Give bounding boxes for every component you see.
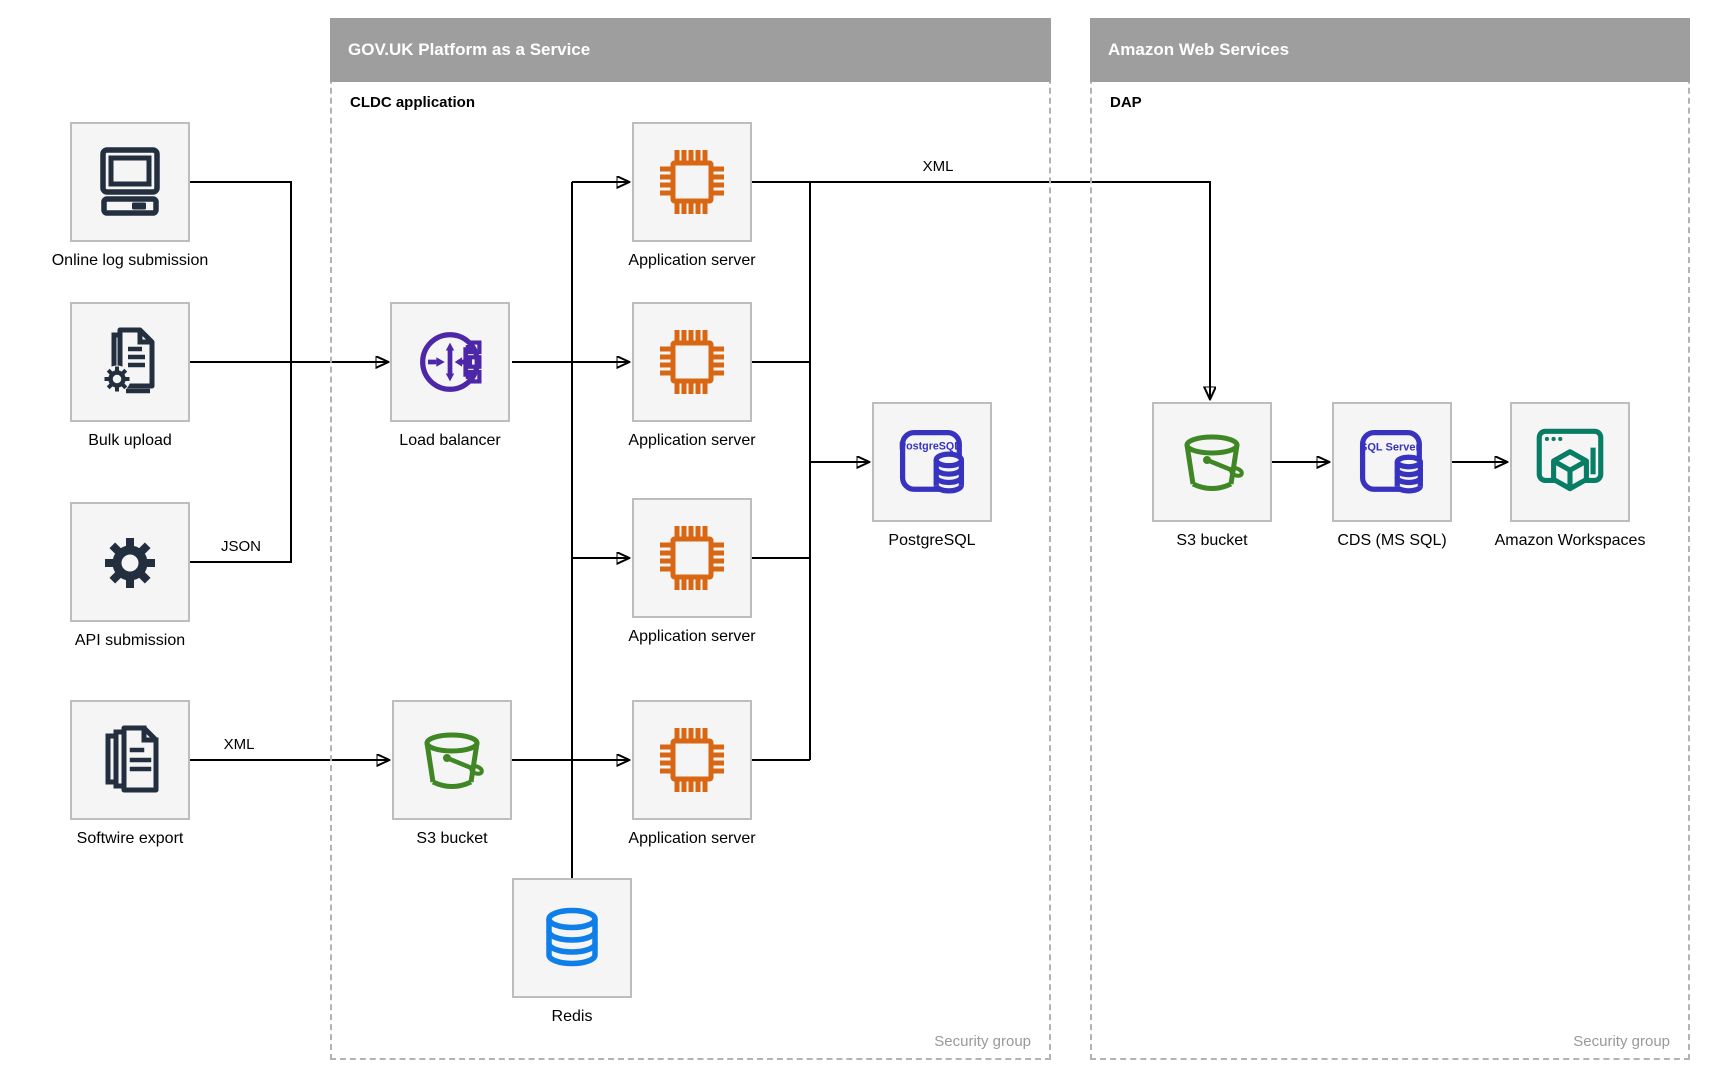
node-label: Application server bbox=[628, 628, 756, 645]
container-sublabel: CLDC application bbox=[350, 94, 476, 111]
gear-icon bbox=[105, 538, 155, 588]
chip-icon bbox=[660, 330, 724, 394]
container-title-bar: GOV.UK Platform as a Service bbox=[330, 18, 1051, 82]
edge-label-xml-softwire: XML bbox=[223, 736, 255, 753]
connector-sources-merge bbox=[190, 181, 292, 563]
node-amazon-workspaces: Amazon Workspaces bbox=[1495, 402, 1645, 549]
chip-icon bbox=[660, 150, 724, 214]
postgresql-icon: PostgreSQL bbox=[899, 429, 965, 494]
node-api-submission: API submission bbox=[70, 502, 190, 649]
node-label: S3 bucket bbox=[1176, 532, 1248, 549]
database-cylinder-icon bbox=[546, 907, 598, 967]
load-balancer-icon bbox=[420, 332, 482, 392]
node-application-server-1: Application server bbox=[628, 122, 756, 269]
chip-icon bbox=[660, 526, 724, 590]
node-label: Application server bbox=[628, 432, 756, 449]
sql-server-icon-text: SQL Server bbox=[1360, 441, 1421, 453]
security-group-label: Security group bbox=[1573, 1033, 1670, 1050]
edge-label-json: JSON bbox=[220, 538, 262, 555]
s3-bucket-icon bbox=[1184, 434, 1244, 491]
node-s3-bucket-paas: S3 bucket bbox=[392, 700, 512, 847]
node-application-server-2: Application server bbox=[628, 302, 756, 449]
node-application-server-3: Application server bbox=[628, 498, 756, 645]
chip-icon bbox=[660, 728, 724, 792]
node-label: Bulk upload bbox=[88, 432, 172, 449]
node-label: Online log submission bbox=[51, 252, 209, 269]
edge-label-xml-to-aws: XML bbox=[922, 158, 954, 175]
container-aws: Amazon Web Services DAP Security group bbox=[1090, 18, 1690, 1060]
node-label: CDS (MS SQL) bbox=[1337, 532, 1447, 549]
computer-icon bbox=[100, 147, 160, 216]
document-gear-icon bbox=[103, 327, 155, 394]
node-bulk-upload: Bulk upload bbox=[70, 302, 190, 449]
node-online-log-submission: Online log submission bbox=[52, 122, 208, 269]
sql-server-icon: SQL Server bbox=[1359, 429, 1423, 494]
container-sublabel: DAP bbox=[1110, 94, 1142, 111]
node-label: Application server bbox=[628, 252, 756, 269]
postgresql-icon-text: PostgreSQL bbox=[899, 440, 961, 452]
documents-stack-icon bbox=[105, 725, 159, 793]
node-label: Load balancer bbox=[399, 432, 501, 449]
node-load-balancer: Load balancer bbox=[390, 302, 510, 449]
node-label: API submission bbox=[74, 632, 186, 649]
node-label: Redis bbox=[551, 1008, 593, 1025]
security-group-label: Security group bbox=[934, 1033, 1031, 1050]
node-label: S3 bucket bbox=[416, 830, 488, 847]
node-label: PostgreSQL bbox=[888, 532, 976, 549]
node-label: Softwire export bbox=[76, 830, 184, 847]
node-application-server-4: Application server bbox=[628, 700, 756, 847]
workspaces-icon bbox=[1536, 428, 1604, 492]
node-cds-ms-sql: SQL Server CDS (MS SQL) bbox=[1332, 402, 1452, 549]
node-postgresql: PostgreSQL PostgreSQL bbox=[872, 402, 992, 549]
node-softwire-export: Softwire export bbox=[70, 700, 190, 847]
node-redis: Redis bbox=[512, 878, 632, 1025]
node-s3-bucket-aws: S3 bucket bbox=[1152, 402, 1272, 549]
node-label: Amazon Workspaces bbox=[1494, 532, 1646, 549]
s3-bucket-icon bbox=[424, 732, 484, 789]
container-title-bar: Amazon Web Services bbox=[1090, 18, 1690, 82]
node-label: Application server bbox=[628, 830, 756, 847]
container-govuk-paas: GOV.UK Platform as a Service CLDC applic… bbox=[330, 18, 1051, 1060]
